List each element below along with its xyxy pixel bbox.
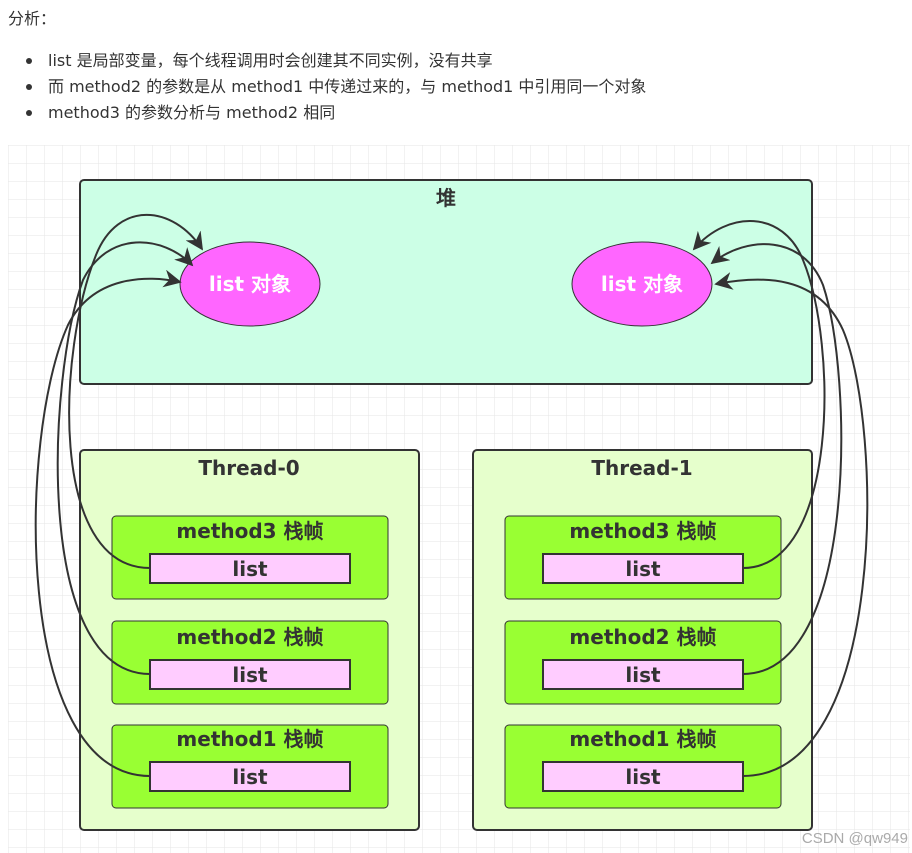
reference-arrow: [68, 214, 203, 569]
bullet-text: method3 的参数分析与 method2 相同: [48, 103, 336, 122]
list-object-label-right: list 对象: [601, 272, 683, 296]
var-label: list: [232, 557, 268, 581]
bullet-dot-icon: [26, 58, 32, 64]
reference-arrow: [34, 269, 182, 777]
var-label: list: [625, 557, 661, 581]
var-label: list: [625, 765, 661, 789]
bullet-dot-icon: [26, 110, 32, 116]
reference-arrow: [714, 272, 869, 777]
thread-label: Thread-1: [591, 456, 692, 480]
bullet-item: method3 的参数分析与 method2 相同: [26, 100, 646, 126]
var-label: list: [625, 663, 661, 687]
var-box: [542, 553, 744, 584]
heap-box: [79, 179, 813, 385]
var-box: [149, 553, 351, 584]
heading: 分析：: [8, 9, 57, 28]
heap-label: 堆: [436, 186, 456, 210]
var-box: [149, 659, 351, 690]
watermark: CSDN @qw949: [801, 830, 908, 847]
list-object-label-left: list 对象: [209, 272, 291, 296]
frame-label: method1 栈帧: [569, 727, 716, 751]
bullet-item: 而 method2 的参数是从 method1 中传递过来的，与 method1…: [26, 74, 646, 100]
reference-arrow: [56, 241, 194, 675]
bullet-text: 而 method2 的参数是从 method1 中传递过来的，与 method1…: [48, 77, 647, 96]
memory-diagram: 堆 list 对象 list 对象 Thread-0 method3 栈帧 li…: [8, 145, 910, 853]
reference-arrow: [710, 243, 843, 675]
thread-0-stack: Thread-0 method3 栈帧 list method2 栈帧 list…: [79, 449, 420, 831]
list-object-ellipse-right: [571, 241, 713, 327]
thread-1-stack: Thread-1 method3 栈帧 list method2 栈帧 list…: [472, 449, 813, 831]
bullet-dot-icon: [26, 84, 32, 90]
frame-label: method2 栈帧: [569, 625, 716, 649]
bullet-list: list 是局部变量，每个线程调用时会创建其不同实例，没有共享 而 method…: [26, 48, 646, 126]
reference-arrow: [692, 220, 826, 569]
frame-label: method2 栈帧: [176, 625, 323, 649]
thread-label: Thread-0: [198, 456, 299, 480]
var-label: list: [232, 663, 268, 687]
frame-label: method3 栈帧: [569, 519, 716, 543]
frame-label: method1 栈帧: [176, 727, 323, 751]
bullet-text: list 是局部变量，每个线程调用时会创建其不同实例，没有共享: [48, 51, 493, 70]
var-label: list: [232, 765, 268, 789]
var-box: [542, 659, 744, 690]
frame-label: method3 栈帧: [176, 519, 323, 543]
bullet-item: list 是局部变量，每个线程调用时会创建其不同实例，没有共享: [26, 48, 646, 74]
heap-area: 堆 list 对象 list 对象: [79, 179, 813, 385]
var-box: [542, 761, 744, 792]
